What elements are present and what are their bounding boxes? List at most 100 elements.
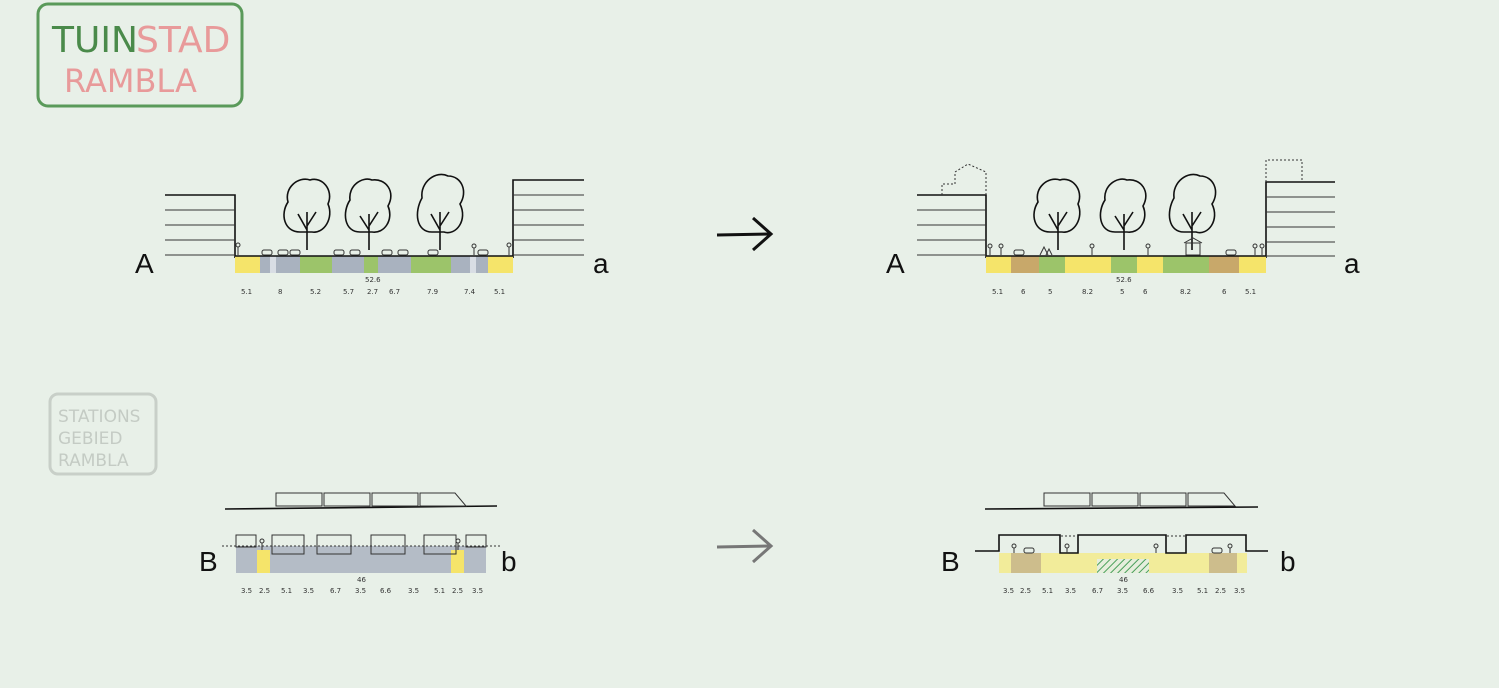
dim-total: 52.6 (365, 276, 381, 284)
arrow-right-icon (716, 528, 774, 564)
cars (261, 249, 489, 256)
strip-road (260, 256, 300, 273)
dimension-label: 2.5 (1020, 587, 1031, 595)
dimension-label: 5.2 (310, 288, 321, 296)
person-icon (235, 242, 241, 255)
dimension-label: 3.5 (241, 587, 252, 595)
dimension-label: 7.4 (464, 288, 476, 296)
underpass-fill (236, 546, 486, 573)
strip-green (411, 256, 451, 273)
dimension-label: 5.1 (241, 288, 252, 296)
section-label-left: A (135, 248, 154, 279)
dimension-label: 5.1 (1245, 288, 1256, 296)
dimension-label: 6 (1143, 288, 1148, 296)
dimension-label: 2.5 (259, 587, 270, 595)
tree-icon (1099, 178, 1147, 250)
person-icon (1089, 243, 1095, 255)
tree-icon (416, 173, 465, 250)
dimension-label: 2.5 (1215, 587, 1226, 595)
dimension-label: 5.1 (281, 587, 292, 595)
dimension-label: 2.5 (452, 587, 463, 595)
person-icon (455, 538, 461, 550)
dimension-label: 5.1 (1042, 587, 1053, 595)
dimension-label: 3.5 (355, 587, 366, 595)
dimension-label: 8.2 (1180, 288, 1191, 296)
title-tuin: TUIN (51, 20, 138, 61)
dimension-label: 6.7 (1092, 587, 1103, 595)
person-icon (987, 243, 993, 255)
dashed-extension (941, 163, 987, 195)
dimension-label: 5.7 (343, 288, 354, 296)
dimension-label: 5 (1120, 288, 1124, 296)
dashed-extension (1265, 159, 1303, 182)
dimension-label: 6.7 (389, 288, 400, 296)
dimension-label: 5 (1048, 288, 1052, 296)
arrow-right-icon (716, 216, 774, 252)
dimension-label: 5.1 (1197, 587, 1208, 595)
tree-icon (1033, 178, 1081, 250)
dimension-label: 2.7 (367, 288, 378, 296)
faded-line2: GEBIED (58, 429, 122, 449)
strip-sidewalk (488, 256, 513, 273)
person-icon (506, 242, 512, 255)
strip-road (332, 256, 364, 273)
faded-title-card: STATIONS GEBIED RAMBLA (48, 392, 158, 476)
dimension-label: 8 (278, 288, 282, 296)
section-label-right: b (501, 546, 517, 577)
section-label-right: b (1280, 546, 1296, 577)
strip-green (300, 256, 332, 273)
train-icon (1043, 492, 1237, 507)
person-icon (259, 538, 265, 550)
tree-icon (283, 178, 331, 250)
person-icon (1145, 243, 1151, 255)
strip-green (364, 256, 378, 273)
dimension-label: 6.6 (1143, 587, 1155, 595)
faded-line1: STATIONS (58, 407, 140, 427)
title-stad: STAD (136, 20, 230, 61)
strip-road (451, 256, 488, 273)
dimension-label: 3.5 (1234, 587, 1245, 595)
dimension-label: 3.5 (472, 587, 483, 595)
dimension-label: 3.5 (1065, 587, 1076, 595)
dimension-label: 3.5 (1003, 587, 1014, 595)
dimension-label: 3.5 (408, 587, 419, 595)
section-label-right: a (593, 248, 609, 279)
person-icon (1252, 243, 1258, 255)
street-furniture (1013, 237, 1237, 256)
dimension-label: 6.6 (380, 587, 392, 595)
dimension-label: 3.5 (303, 587, 314, 595)
person-icon (1064, 543, 1070, 553)
dim-total: 46 (1119, 576, 1128, 584)
right-building (1265, 181, 1335, 258)
train-icon (275, 492, 468, 507)
hatched-area (1097, 559, 1149, 573)
title-rambla: RAMBLA (64, 62, 197, 100)
left-building (917, 194, 987, 258)
left-building (165, 194, 236, 258)
person-icon (1011, 543, 1017, 553)
strip-road (378, 256, 411, 273)
section-label-left: B (199, 546, 218, 577)
faded-line3: RAMBLA (58, 451, 129, 471)
dimension-label: 5.1 (434, 587, 445, 595)
person-icon (471, 243, 477, 255)
dim-total: 46 (357, 576, 366, 584)
tree-icon (344, 178, 392, 250)
title-card: TUIN STAD RAMBLA (36, 2, 244, 108)
dimension-label: 3.5 (1172, 587, 1183, 595)
dimension-label: 5.1 (992, 288, 1003, 296)
dimension-label: 8.2 (1082, 288, 1093, 296)
street-furniture (1023, 547, 1223, 554)
person-icon (998, 243, 1004, 255)
dimension-label: 6 (1222, 288, 1227, 296)
person-icon (1259, 243, 1265, 255)
rail-deck (984, 506, 1259, 510)
dim-total: 52.6 (1116, 276, 1132, 284)
